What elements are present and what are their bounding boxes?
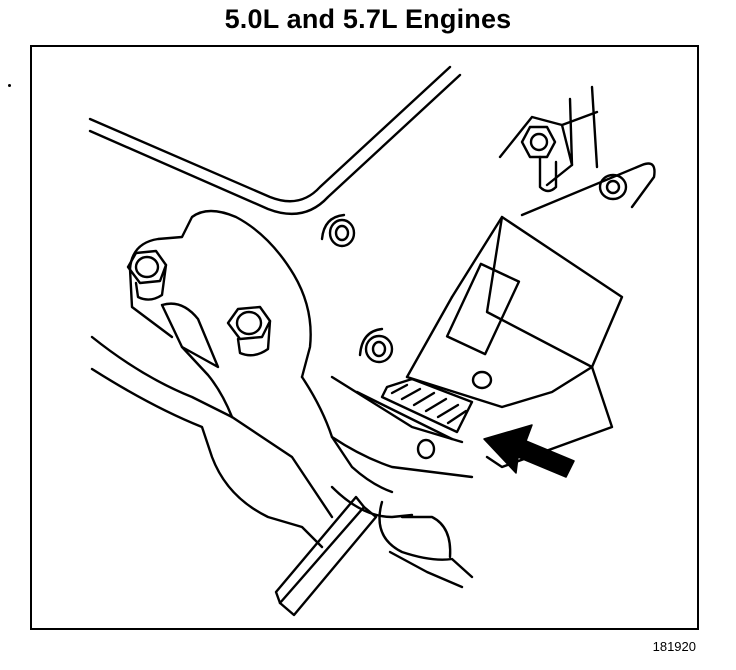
arrow-icon <box>483 424 575 478</box>
pan-fastener-lower <box>358 327 394 364</box>
engine-mount-illustration <box>88 65 656 617</box>
stud-nut <box>520 85 599 193</box>
hatched-pad <box>380 377 474 434</box>
diagram-title: 5.0L and 5.7L Engines <box>224 4 512 34</box>
bolt-left <box>126 249 168 301</box>
lower-contours <box>330 375 474 589</box>
harness-strap <box>274 495 378 617</box>
engine-mount <box>90 209 474 549</box>
pan-fastener-upper <box>320 213 356 248</box>
margin-mark <box>8 84 11 87</box>
illustration-frame <box>30 45 699 630</box>
oil-pan-outline <box>88 65 462 216</box>
figure-number: 181920 <box>652 639 696 654</box>
mount-bracket <box>405 110 656 469</box>
bolt-right <box>226 305 272 357</box>
